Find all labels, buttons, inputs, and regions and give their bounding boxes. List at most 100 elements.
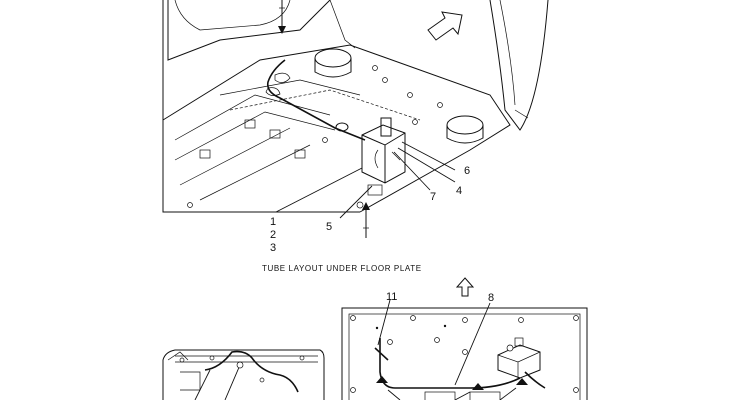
- callout-1: 1: [270, 216, 276, 228]
- tube-grommet: [335, 122, 349, 132]
- seat-mount-left-body: [314, 58, 352, 78]
- floor-bracket: [199, 149, 211, 159]
- tube-clip: [265, 87, 281, 96]
- bolt-hole: [259, 377, 265, 383]
- floor-plate-outline: [162, 44, 511, 213]
- floor-plate-frame: [341, 307, 588, 400]
- floor-plate-inner: [348, 313, 581, 400]
- callout-7: 7: [430, 191, 436, 203]
- tube-clip: [376, 376, 388, 383]
- side-view-rails: [175, 355, 318, 363]
- tube-fitting: [236, 361, 244, 369]
- leader-4: [397, 147, 456, 183]
- forward-arrow-icon: [455, 277, 475, 297]
- seat-mount-right: [446, 115, 484, 135]
- reservoir-details: [374, 149, 401, 169]
- bolt-hole: [322, 137, 328, 143]
- callout-11: 11: [386, 291, 397, 303]
- bolt-hole: [209, 355, 215, 361]
- tube-clip: [472, 383, 484, 390]
- marker-dot: [375, 326, 379, 330]
- tube-run-floor: [266, 59, 366, 141]
- tube-clip: [274, 72, 291, 83]
- view-caption: TUBE LAYOUT UNDER FLOOR PLATE: [262, 264, 422, 273]
- reservoir-bolt: [356, 201, 364, 209]
- bolt-hole: [187, 202, 193, 208]
- bolt-hole: [437, 102, 443, 108]
- leader-11: [377, 299, 391, 346]
- reservoir-cap-under: [506, 344, 514, 352]
- side-view-corner: [167, 351, 189, 361]
- callout-3: 3: [270, 242, 276, 254]
- callout-2: 2: [270, 229, 276, 241]
- reservoir-mount: [367, 184, 383, 196]
- bolt-hole: [573, 387, 579, 393]
- bolt-hole: [179, 357, 185, 363]
- floor-rib-1: [174, 94, 331, 141]
- floor-bracket: [244, 119, 256, 129]
- leader-side-b: [224, 364, 241, 400]
- reservoir-cap: [380, 117, 392, 137]
- bolt-hole: [434, 337, 440, 343]
- reservoir-under-edges: [497, 351, 541, 378]
- bolt-hole: [518, 317, 524, 323]
- reservoir-edges: [361, 132, 406, 183]
- cab-right-wall: [489, 0, 549, 131]
- reservoir-under-view: [497, 344, 541, 379]
- floor-opening: [469, 391, 501, 400]
- floor-opening: [424, 391, 456, 400]
- tube-run-under-end: [524, 371, 546, 389]
- floor-hidden-edge: [229, 89, 421, 121]
- bolt-hole: [350, 315, 356, 321]
- side-view: [162, 349, 325, 400]
- bolt-hole: [410, 315, 416, 321]
- floor-bracket: [294, 149, 306, 159]
- bolt-hole: [462, 349, 468, 355]
- floor-rib-5: [219, 79, 361, 96]
- reservoir-fitting: [514, 337, 524, 347]
- cab-right-wall-inner: [499, 0, 529, 119]
- callout-8: 8: [488, 292, 494, 304]
- leader-1: [275, 167, 363, 213]
- leader-under-b: [454, 391, 471, 400]
- leader-under-c: [499, 387, 517, 400]
- bolt-hole: [350, 387, 356, 393]
- callout-6: 6: [464, 165, 470, 177]
- bolt-hole: [412, 119, 418, 125]
- floor-bracket: [269, 129, 281, 139]
- marker-dot: [443, 324, 447, 328]
- bolt-hole: [382, 77, 388, 83]
- cab-floor-view: [162, 0, 549, 238]
- bolt-hole: [387, 339, 393, 345]
- leader-under-a: [387, 389, 401, 400]
- callout-5: 5: [326, 221, 332, 233]
- floor-rib-3: [179, 127, 291, 186]
- view-arrow-up-icon: [362, 202, 370, 210]
- seat-mount-right-body: [446, 125, 484, 144]
- tube-run-side: [204, 350, 299, 393]
- under-floor-view: [341, 299, 588, 400]
- leader-8: [454, 302, 491, 386]
- leader-6: [401, 141, 456, 171]
- bolt-hole: [299, 355, 305, 361]
- leader-lines-top: [275, 141, 456, 219]
- bolt-hole: [573, 315, 579, 321]
- bolt-hole: [462, 317, 468, 323]
- floor-rib-4: [199, 144, 311, 201]
- cab-back-wall: [167, 0, 331, 61]
- cab-window-frame: [174, 0, 291, 31]
- reservoir-body: [361, 124, 406, 184]
- side-view-bracket: [180, 371, 201, 391]
- bolt-hole: [372, 65, 378, 71]
- leader-5: [339, 185, 373, 219]
- bolt-hole: [407, 92, 413, 98]
- seat-mount-left: [314, 48, 352, 68]
- side-view-outline: [162, 349, 325, 400]
- callout-4: 4: [456, 185, 462, 197]
- floor-left-edge: [162, 0, 360, 213]
- view-arrow-down-icon: [278, 26, 286, 34]
- direction-arrow-icon: [427, 11, 463, 41]
- leader-side-a: [194, 369, 211, 400]
- cab-panel-curve: [329, 0, 356, 49]
